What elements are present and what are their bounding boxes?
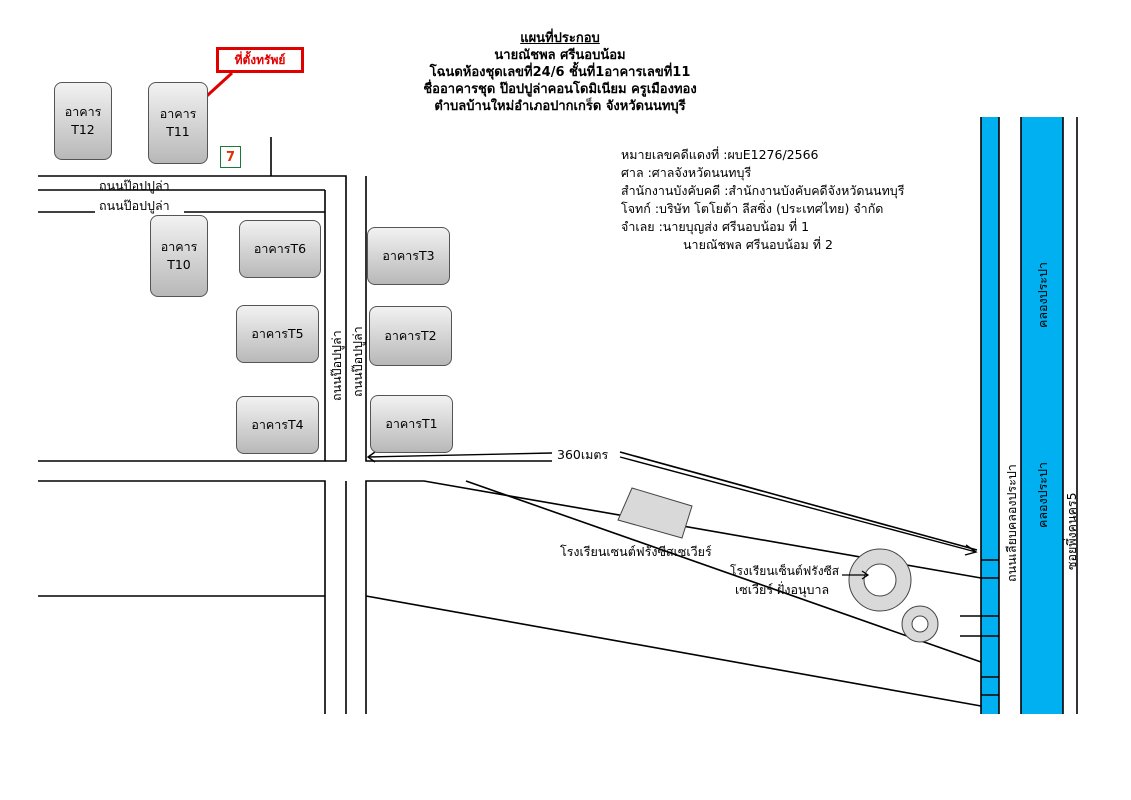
school-main-label: โรงเรียนเซนต์ฟรังซีสเซเวียร์ xyxy=(560,544,712,559)
title-owner: นายณัชพล ศรีนอบน้อม xyxy=(494,48,626,63)
canal-label-upper: คลองประปา xyxy=(1035,262,1050,328)
canal-label-lower: คลองประปา xyxy=(1035,462,1050,528)
seven-eleven-icon: 7 xyxy=(220,146,241,168)
building-t2: อาคารT2 xyxy=(369,306,452,366)
building-t6: อาคารT6 xyxy=(239,220,321,278)
school-building xyxy=(617,487,693,539)
map-title-block: แผนที่ประกอบ นายณัชพล ศรีนอบน้อม โฉนดห้อ… xyxy=(360,30,760,115)
road-label-canal-side: ถนนเลียบคลองประปา xyxy=(1004,464,1019,582)
title-condo: ชื่ออาคารชุด ป๊อปปูล่าคอนโดมิเนียม ครูเม… xyxy=(423,82,697,97)
title-location: ตำบลบ้านใหม่อำเภอปากเกร็ด จังหวัดนนทบุรี xyxy=(434,99,686,114)
case-number: หมายเลขคดีแดงที่ :ผบE1276/2566 xyxy=(621,147,819,162)
canal-water-main xyxy=(1021,117,1063,714)
road-label-popular-h2: ถนนป๊อปปูล่า xyxy=(99,198,170,213)
canal-water-strip xyxy=(981,117,999,714)
school-kindergarten-label-1: โรงเรียนเซ็นต์ฟรังซีส xyxy=(730,564,840,578)
enforcement-office: สำนักงานบังคับคดี :สำนักงานบังคับคดีจังห… xyxy=(621,183,905,198)
school-kindergarten-label-2: เซเวียร์ ฝั่งอนุบาล xyxy=(735,582,830,597)
building-t11: อาคาร T11 xyxy=(148,82,208,164)
building-t3: อาคารT3 xyxy=(367,227,450,285)
road-label-soi: ซอยพึ่งคนคร5 xyxy=(1064,492,1079,570)
court: ศาล :ศาลจังหวัดนนทบุรี xyxy=(621,165,752,180)
title-deed: โฉนดห้องชุดเลขที่24/6 ชั้นที่1อาคารเลขที… xyxy=(429,65,691,80)
plaintiff: โจทก์ :บริษัท โตโยต้า ลีสซิ่ง (ประเทศไทย… xyxy=(621,201,884,216)
building-t5: อาคารT5 xyxy=(236,305,319,363)
distance-label: 360เมตร xyxy=(557,447,609,462)
building-t12: อาคาร T12 xyxy=(54,82,112,160)
property-location-callout: ที่ตั้งทรัพย์ xyxy=(216,47,304,73)
defendant-1: จำเลย :นายบุญส่ง ศรีนอบน้อม ที่ 1 xyxy=(621,219,810,234)
defendant-2: นายณัชพล ศรีนอบน้อม ที่ 2 xyxy=(683,237,833,252)
road-label-popular-h1: ถนนป๊อปปูล่า xyxy=(99,178,170,193)
building-t4: อาคารT4 xyxy=(236,396,319,454)
case-info: หมายเลขคดีแดงที่ :ผบE1276/2566 ศาล :ศาลจ… xyxy=(621,146,904,254)
building-t10: อาคาร T10 xyxy=(150,215,208,297)
building-t1: อาคารT1 xyxy=(370,395,453,453)
road-label-popular-v1: ถนนป๊อปปูล่า xyxy=(329,330,344,401)
road-label-popular-v2: ถนนป๊อปปูล่า xyxy=(350,326,365,397)
map-title: แผนที่ประกอบ xyxy=(520,31,600,46)
